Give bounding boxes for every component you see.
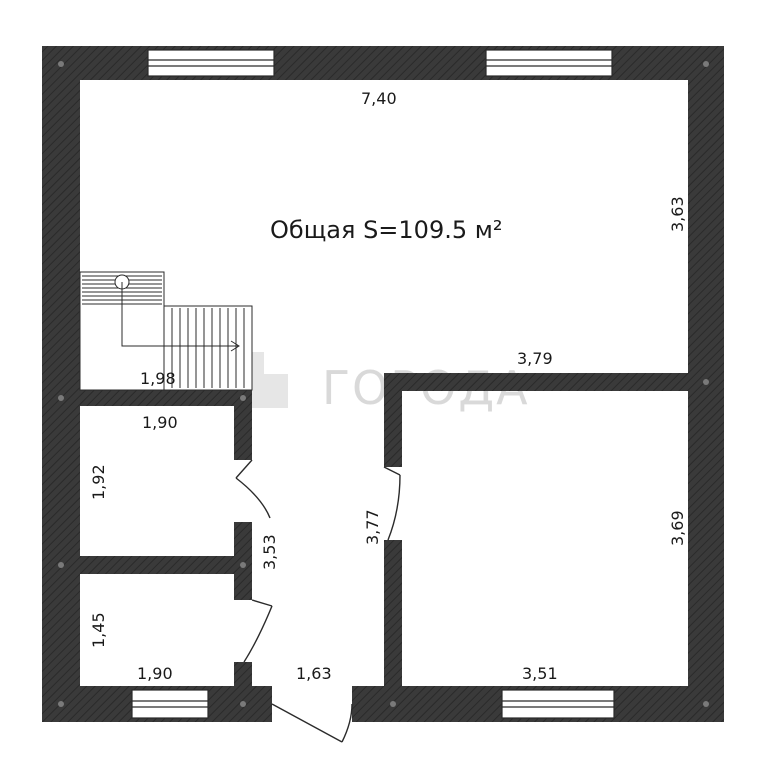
- dim-top-right-height: 3,63: [668, 196, 687, 232]
- door-right-room: [383, 466, 401, 541]
- room1-right-wall-lower: [234, 522, 252, 600]
- dim-stair-width: 1,98: [140, 369, 176, 388]
- door-room1: [235, 459, 271, 519]
- top-wall: [42, 46, 724, 80]
- corridor-right-wall-lower: [384, 540, 402, 686]
- entrance-door: [271, 703, 353, 743]
- window-top-right: [485, 49, 613, 77]
- windows: [131, 49, 615, 719]
- window-top-left: [147, 49, 275, 77]
- doors: [235, 459, 401, 743]
- window-bottom-left: [131, 689, 209, 719]
- stair-bottom-wall: [80, 390, 252, 406]
- door-room2: [243, 599, 273, 663]
- dim-room1-width: 1,90: [142, 413, 178, 432]
- stair-arrow-icon: [230, 340, 240, 352]
- window-bottom-right: [501, 689, 615, 719]
- staircase: [79, 271, 253, 391]
- room-divider-wall: [80, 556, 234, 574]
- dim-room2-width: 1,90: [137, 664, 173, 683]
- dim-room2-height: 1,45: [89, 612, 108, 648]
- interior-walls: [80, 373, 688, 686]
- stair-direction-line: [121, 282, 238, 347]
- dim-middle-wall: 3,79: [517, 349, 553, 368]
- dimension-labels: 7,40 3,79 1,98 1,90 1,90 1,63 3,51 3,63 …: [89, 89, 687, 683]
- middle-horizontal-wall: [384, 373, 688, 391]
- dim-room1-height: 1,92: [89, 464, 108, 500]
- wall-nodes: [58, 61, 709, 707]
- total-area-title: Общая S=109.5 м²: [270, 216, 502, 244]
- dim-top-width: 7,40: [361, 89, 397, 108]
- left-wall: [42, 46, 80, 722]
- dim-right-room-width: 3,51: [522, 664, 558, 683]
- dim-right-room-height: 3,69: [668, 510, 687, 546]
- dim-corridor-right: 3,77: [363, 509, 382, 545]
- room2-right-wall-stub: [234, 662, 252, 686]
- room1-right-wall-upper: [234, 406, 252, 460]
- dim-entrance: 1,63: [296, 664, 332, 683]
- corridor-right-wall-upper: [384, 391, 402, 467]
- dim-corridor-left: 3,53: [260, 534, 279, 570]
